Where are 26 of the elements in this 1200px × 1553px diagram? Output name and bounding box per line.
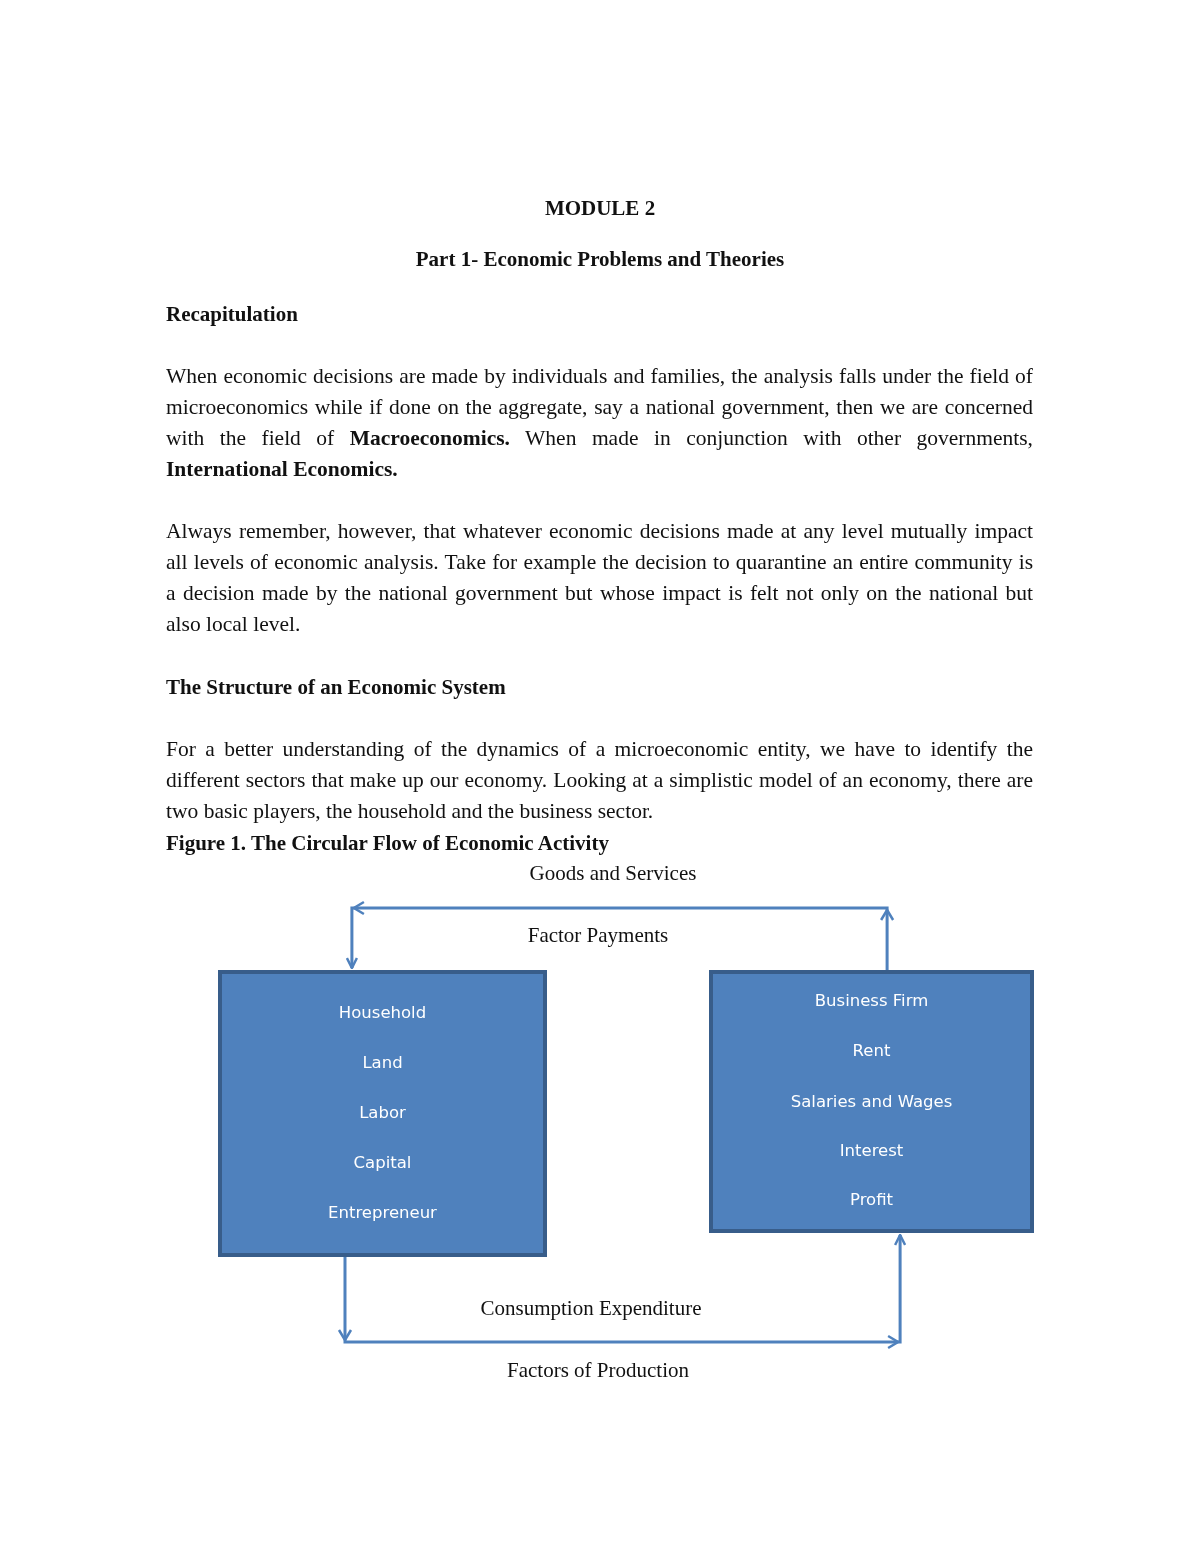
paragraph: For a better understanding of the dynamics of a microeconomic entity, we have to identify the different sectors that make up our economy. Looking at a simplistic model of an economy, there are two basic players, the household and the business sector. (166, 736, 1033, 825)
flow-label: Factor Payments (526, 922, 670, 949)
paragraph: Always remember, however, that whatever economic decisions made at any level mutually impact all levels of economic analysis. Take for example the decision to quarantine an entire community is a decision made by the national government but whose impact is felt not only on the national but also local level. (166, 518, 1033, 638)
flow-arrow (337, 1233, 907, 1350)
box-item: Rent (851, 1041, 892, 1060)
box-item: Land (361, 1053, 404, 1072)
box-item: Interest (838, 1141, 905, 1160)
box-item: Entrepreneur (327, 1203, 438, 1222)
box-item: Profit (848, 1190, 894, 1209)
flow-label: Factors of Production (506, 1357, 690, 1384)
flow-label: Consumption Expenditure (479, 1295, 703, 1322)
subheading: Recapitulation (166, 301, 298, 328)
box-item: Capital (352, 1153, 413, 1172)
box-item: Salaries and Wages (789, 1092, 954, 1111)
flow-arrow (345, 900, 895, 970)
sector-box (218, 970, 547, 1257)
subheading: The Structure of an Economic System (166, 674, 506, 701)
sector-box (709, 970, 1034, 1233)
paragraph: When economic decisions are made by individuals and families, the analysis falls under the field of microeconomics while if done on the aggregate, say a national government, then we are concerned with the field of Macroeconomics. When made in conjunction with other governments, International Economics. (166, 363, 1033, 483)
flow-label: Goods and Services (528, 860, 698, 887)
box-item: Labor (358, 1103, 407, 1122)
box-heading: Household (337, 1003, 428, 1022)
page-title: MODULE 2 (543, 195, 657, 222)
box-heading: Business Firm (813, 991, 930, 1010)
figure-caption: Figure 1. The Circular Flow of Economic Activity (166, 830, 609, 857)
section-heading: Part 1- Economic Problems and Theories (414, 246, 786, 273)
